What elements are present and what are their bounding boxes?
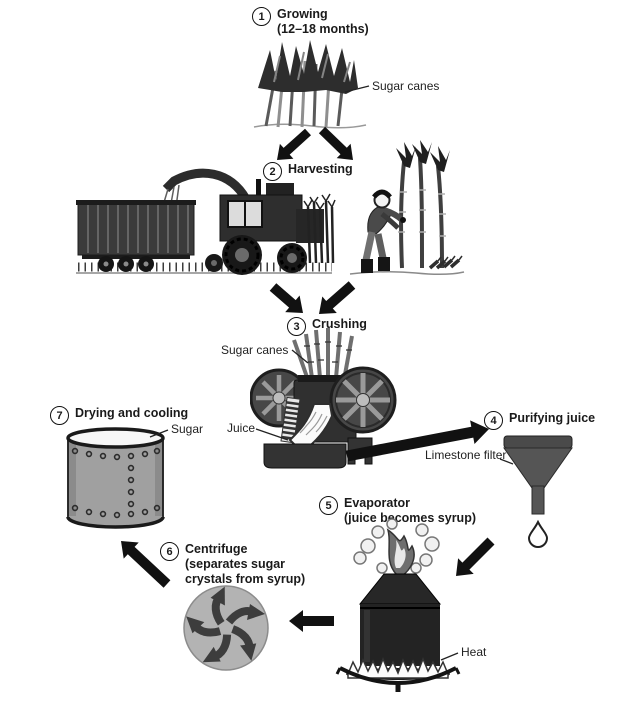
step-2-harvesting: 2 Harvesting [263,162,353,181]
step-label: Purifying juice [509,411,596,425]
step-5-evaporator: 5 Evaporator (juice becomes syrup) [319,496,476,526]
annotation-limestone-filter: Limestone filter [425,448,507,462]
step-4-purifying: 4 Purifying juice [484,411,595,430]
centrifuge-illustration [183,585,269,671]
step-label: Centrifuge [185,542,248,556]
step-number-badge: 2 [263,162,282,181]
step-number-badge: 7 [50,406,69,425]
cane-cutter-illustration [349,140,465,276]
drying-drum-illustration [66,427,165,529]
annotation-sugar: Sugar [171,422,204,436]
crusher-illustration [250,328,397,469]
step-number-badge: 1 [252,7,271,26]
step-1-growing: 1 Growing (12–18 months) [252,7,369,37]
flow-arrow-harvest-to-crush-left [269,283,303,313]
limestone-funnel-illustration [503,435,573,548]
step-6-centrifuge: 6 Centrifuge (separates sugar crystals f… [160,542,305,587]
annotation-heat: Heat [461,645,487,659]
step-number-badge: 5 [319,496,338,515]
step-7-drying: 7 Drying and cooling [50,406,188,425]
step-number-badge: 6 [160,542,179,561]
harvester-illustration [76,168,336,275]
growing-canes-illustration [253,40,367,129]
flow-arrow-evaporator-to-centrifuge [289,610,334,632]
step-label: Harvesting [288,162,353,176]
annotation-sugar-canes-crusher: Sugar canes [221,343,289,357]
step-number-badge: 3 [287,317,306,336]
annotation-sugar-canes-top: Sugar canes [372,79,440,93]
step-label: Evaporator [344,496,410,510]
step-sublabel: (12–18 months) [277,22,369,36]
step-number-badge: 4 [484,411,503,430]
step-3-crushing: 3 Crushing [287,317,367,336]
step-label: Crushing [312,317,367,331]
step-label: Growing [277,7,328,21]
step-label: Drying and cooling [75,406,189,420]
evaporator-illustration [335,518,461,692]
step-sublabel: (separates sugar crystals from syrup) [185,557,306,586]
annotation-juice: Juice [227,421,256,435]
